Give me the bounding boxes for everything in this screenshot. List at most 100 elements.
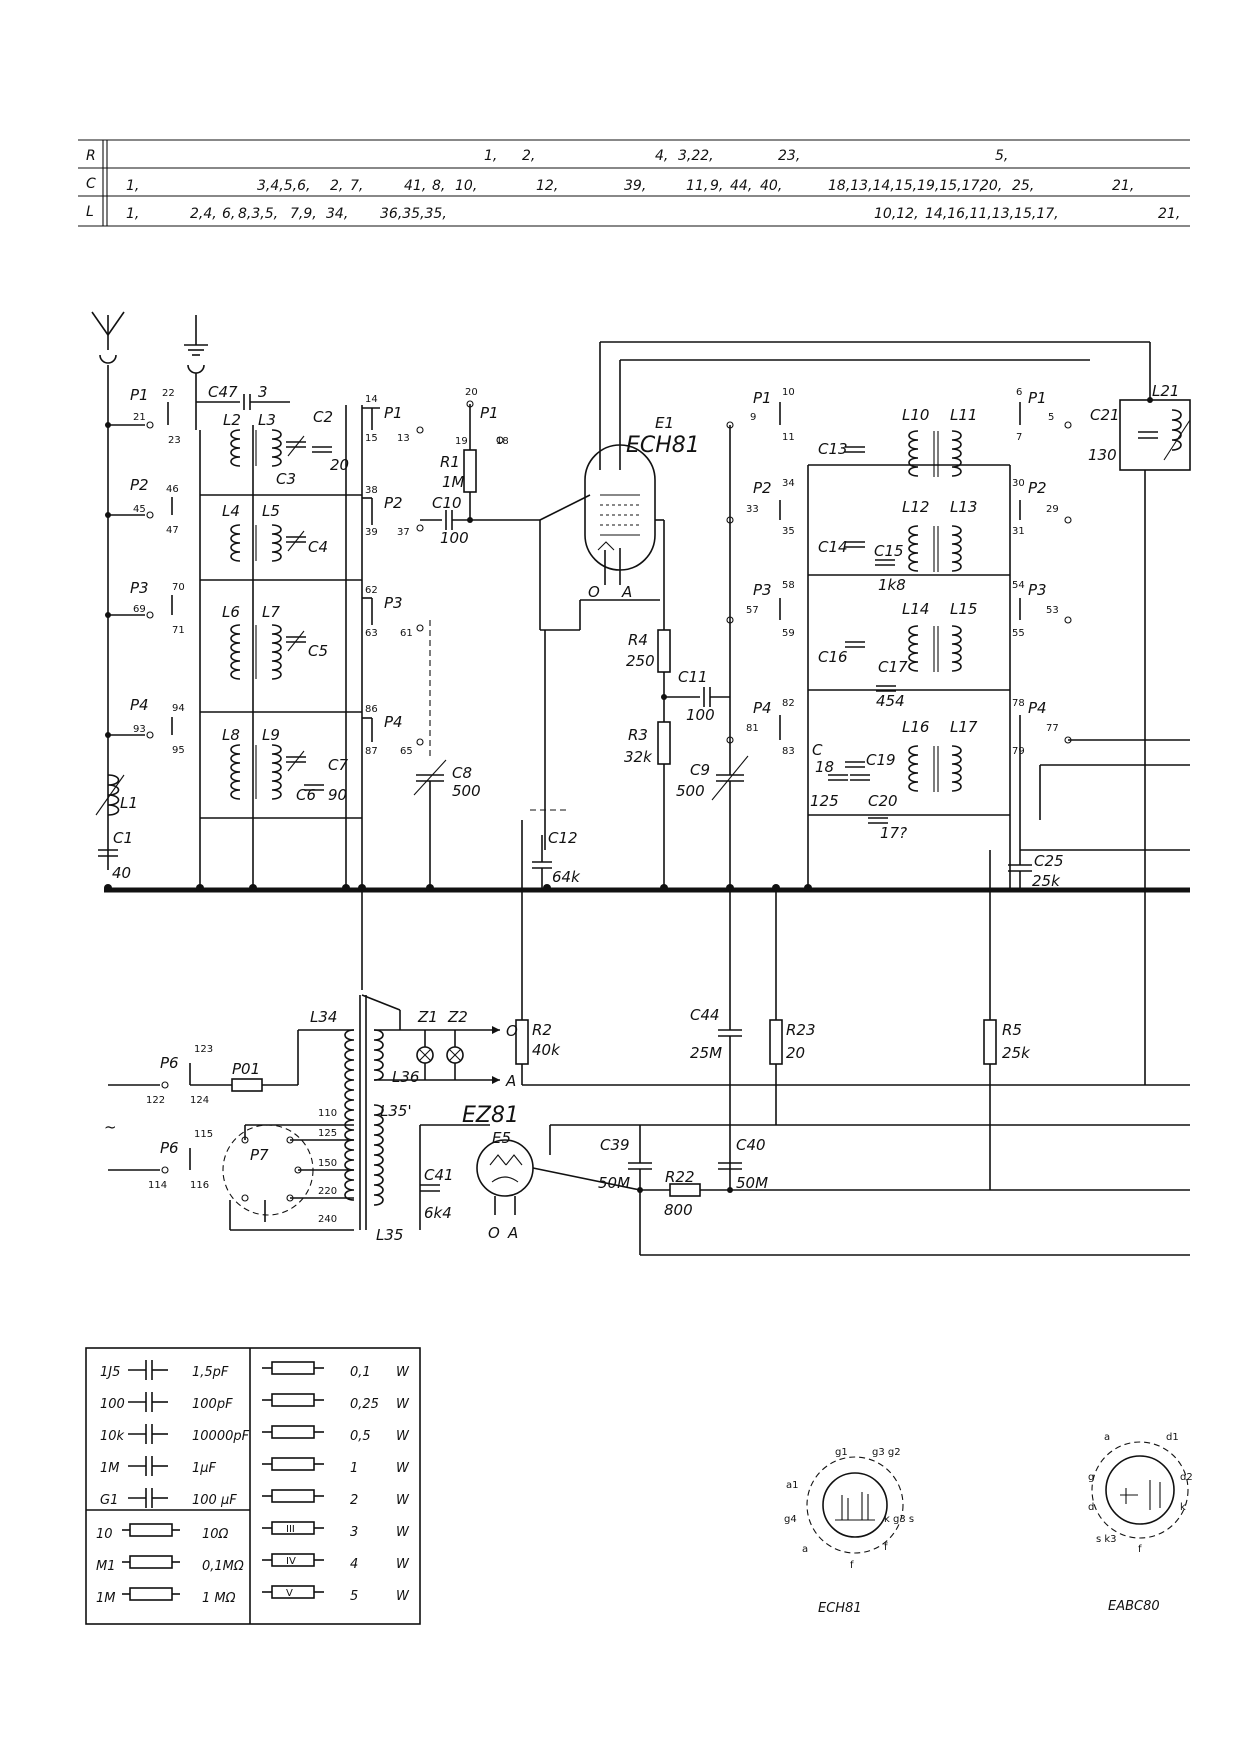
- tap-220: 220: [318, 1186, 337, 1197]
- l10-secondary-coil: [951, 430, 962, 477]
- legend-resistor-symbol: [129, 1587, 173, 1601]
- terminal-58: 58: [782, 580, 795, 591]
- c10-value: 100: [440, 529, 469, 547]
- p6-label-a: P6: [160, 1054, 179, 1072]
- ref-r-cell: 4,: [655, 148, 668, 164]
- ech81-pin: f: [884, 1542, 888, 1553]
- eabc80-pin: d1: [1166, 1432, 1179, 1443]
- eabc80-pin: g: [1088, 1472, 1094, 1483]
- ref-c-cell: 18,13,14,15,19,15,17,: [828, 178, 984, 194]
- l35p-label: L35': [380, 1102, 412, 1120]
- r23-resistor: [550, 890, 1190, 1126]
- terminal-123: 123: [194, 1044, 213, 1055]
- c41-label: C41: [424, 1166, 454, 1184]
- terminal-29: 29: [1046, 504, 1059, 515]
- terminal-45: 45: [133, 504, 146, 515]
- terminal-83: 83: [782, 746, 795, 757]
- terminal-46: 46: [166, 484, 179, 495]
- terminal-33: 33: [746, 504, 759, 515]
- terminal-77: 77: [1046, 723, 1059, 734]
- legend-wattage-unit: W: [396, 1493, 410, 1508]
- eabc80-pin: a: [1104, 1432, 1110, 1443]
- l12-secondary-coil: [951, 525, 962, 572]
- ech81-tube-e1: [584, 341, 1150, 585]
- trimmer-arrow: [287, 630, 305, 652]
- c18-number: 18: [815, 758, 834, 776]
- tap-240: 240: [318, 1214, 337, 1225]
- terminal-53: 53: [1046, 605, 1059, 616]
- r2-label: R2: [532, 1021, 552, 1039]
- c7-value: 90: [328, 786, 347, 804]
- c21-value: 130: [1088, 446, 1117, 464]
- legend-wattage-value: 0,25: [350, 1397, 379, 1412]
- terminal-6: 6: [1016, 387, 1022, 398]
- l16-label: L16: [902, 718, 929, 736]
- c21-label: C21: [1090, 406, 1120, 424]
- input-coils: [230, 429, 332, 800]
- legend-capacitor-code: 1M: [100, 1461, 120, 1476]
- mains-input[interactable]: [108, 1029, 354, 1231]
- c47-label: C47: [208, 383, 238, 401]
- e1-pin-o: O: [588, 583, 600, 601]
- terminal-9: 9: [750, 412, 756, 423]
- l6-label: L6: [222, 603, 240, 621]
- band-switch-column-b[interactable]: [362, 407, 424, 746]
- p1-label-c: P1: [480, 404, 499, 422]
- ref-c-cell: 9,: [710, 178, 723, 194]
- l14-label: L14: [902, 600, 929, 618]
- ech81-pin: a: [802, 1544, 808, 1555]
- p4-label-d: P4: [1028, 699, 1047, 717]
- band-switch-column-c[interactable]: [779, 402, 1072, 744]
- p7-label: P7: [250, 1146, 269, 1164]
- p4-label-b: P4: [384, 713, 403, 731]
- legend-wattage-unit: W: [396, 1461, 410, 1476]
- eabc80-base-diagram: [1091, 1441, 1189, 1539]
- e5-ref: E5: [492, 1129, 511, 1147]
- r22-value: 800: [664, 1201, 693, 1219]
- band-switch-column-a[interactable]: [108, 402, 173, 739]
- c16-label: C16: [818, 648, 848, 666]
- terminal-20: 20: [465, 387, 478, 398]
- l34-label: L34: [310, 1008, 337, 1026]
- c1-label: C1: [113, 829, 133, 847]
- ref-c-cell: 44,: [730, 178, 752, 194]
- c15-label: C15: [874, 542, 904, 560]
- ref-c-cell: 10,: [455, 178, 477, 194]
- l4-secondary-coil: [271, 524, 282, 562]
- ref-row-key-c: C: [86, 176, 96, 192]
- c9-variable-capacitor: [711, 421, 749, 888]
- reference-table: R C L 1, 2, 4, 3,22, 23, 5, 1, 3,4,5,6, …: [78, 139, 1190, 227]
- c9-label: C9: [690, 761, 710, 779]
- c2-label: C2: [313, 408, 333, 426]
- p2-label-d: P2: [1028, 479, 1047, 497]
- c20-value: 17?: [880, 824, 907, 842]
- c12-capacitor: [530, 809, 570, 888]
- e5-type: EZ81: [462, 1103, 519, 1128]
- terminal-14: 14: [365, 394, 378, 405]
- legend-capacitor-code: G1: [100, 1493, 118, 1508]
- ref-c-cell: 1,: [126, 178, 139, 194]
- legend-resistor-code: 1M: [96, 1591, 116, 1606]
- legend-capacitor-value: 1μF: [192, 1461, 217, 1476]
- input-coil-frame: [199, 405, 363, 888]
- ref-c-cell: 2,: [330, 178, 343, 194]
- ref-c-cell: 8,: [432, 178, 445, 194]
- voltage-selector-p7[interactable]: [222, 1124, 354, 1222]
- c1-value: 40: [112, 864, 131, 882]
- terminal-86: 86: [365, 704, 378, 715]
- legend-wattage-value: 0,1: [350, 1365, 371, 1380]
- l8-label: L8: [222, 726, 240, 744]
- component-legend: [85, 1347, 421, 1625]
- legend-capacitor-code: 100: [100, 1397, 125, 1412]
- r1-label: R1: [440, 453, 460, 471]
- l2-coil: [230, 429, 241, 467]
- l36-label: L36: [392, 1068, 419, 1086]
- legend-wattage-symbol: [271, 1489, 315, 1503]
- l5-label: L5: [262, 502, 280, 520]
- p3-label-c2: P3: [753, 581, 772, 599]
- ref-l-cell: 21,: [1158, 206, 1180, 222]
- terminal-34: 34: [782, 478, 795, 489]
- terminal-15: 15: [365, 433, 378, 444]
- l12-coil: [908, 525, 919, 572]
- oscillator-coils: [828, 430, 962, 824]
